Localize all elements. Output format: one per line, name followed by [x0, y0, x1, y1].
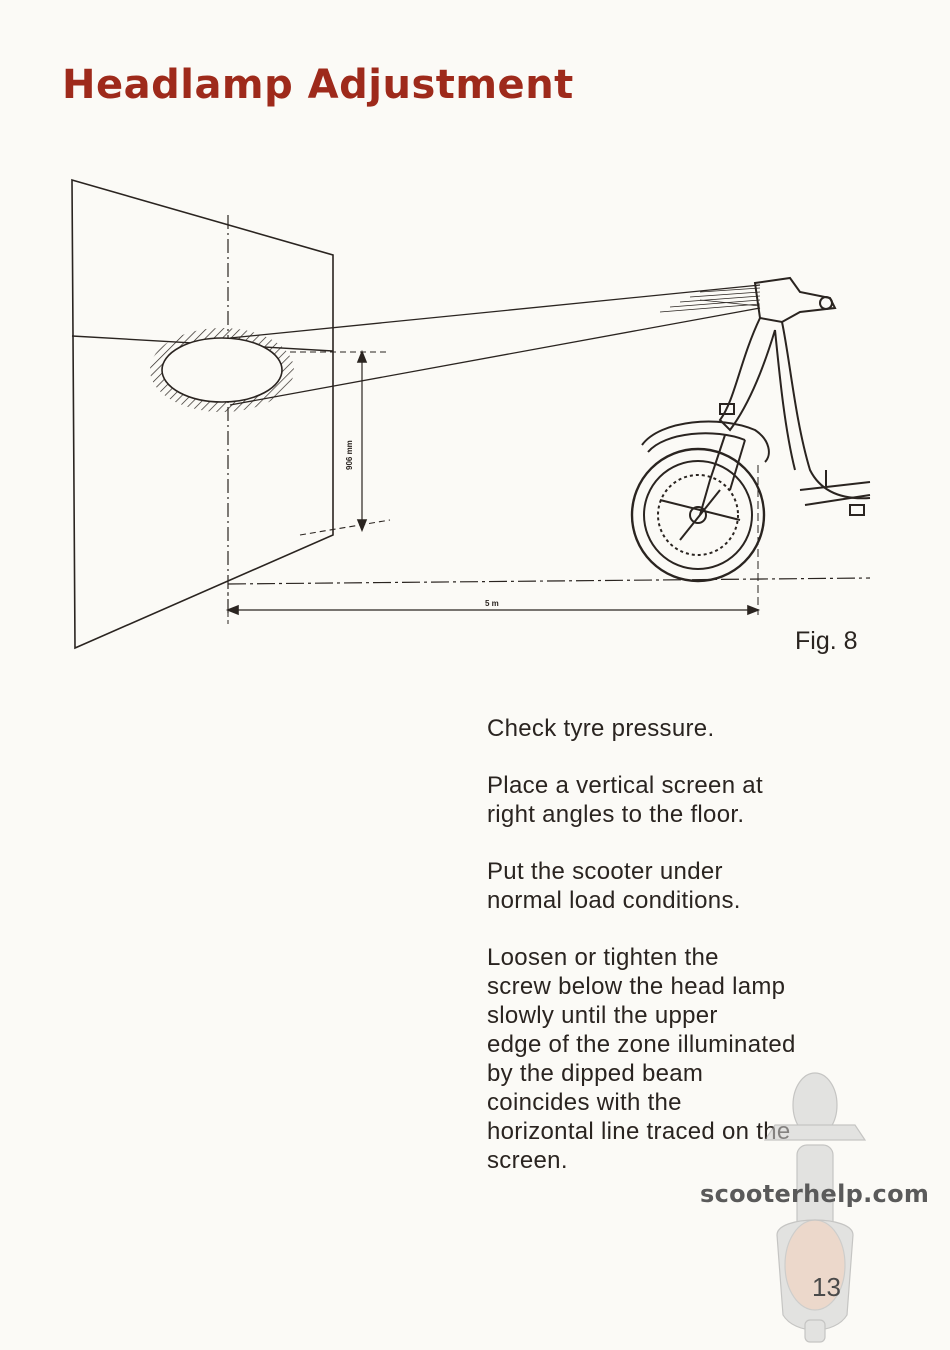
- distance-dimension-label: 5 m: [485, 599, 499, 608]
- instructions: Check tyre pressure. Place a vertical sc…: [487, 714, 887, 1203]
- watermark-scooter-logo: [763, 1072, 867, 1343]
- height-dimension-label: 906 mm: [345, 440, 354, 470]
- screen-outline: [71, 178, 334, 650]
- headlamp-adjustment-diagram: 906 mm 5 m: [71, 178, 871, 650]
- front-wheel: [630, 447, 766, 583]
- figure-label: Fig. 8: [795, 627, 858, 655]
- scooter-illustration: [630, 276, 871, 583]
- instruction-step: Put the scooter under normal load condit…: [487, 858, 741, 914]
- page-number: 13: [812, 1272, 841, 1302]
- instruction-step: Place a vertical screen at right angles …: [487, 772, 763, 828]
- page-title: Headlamp Adjustment: [62, 62, 574, 108]
- watermark-text: scooterhelp.com: [700, 1180, 930, 1208]
- instruction-step: Check tyre pressure.: [487, 715, 715, 742]
- instruction-step: Loosen or tighten the screw below the he…: [487, 944, 796, 1174]
